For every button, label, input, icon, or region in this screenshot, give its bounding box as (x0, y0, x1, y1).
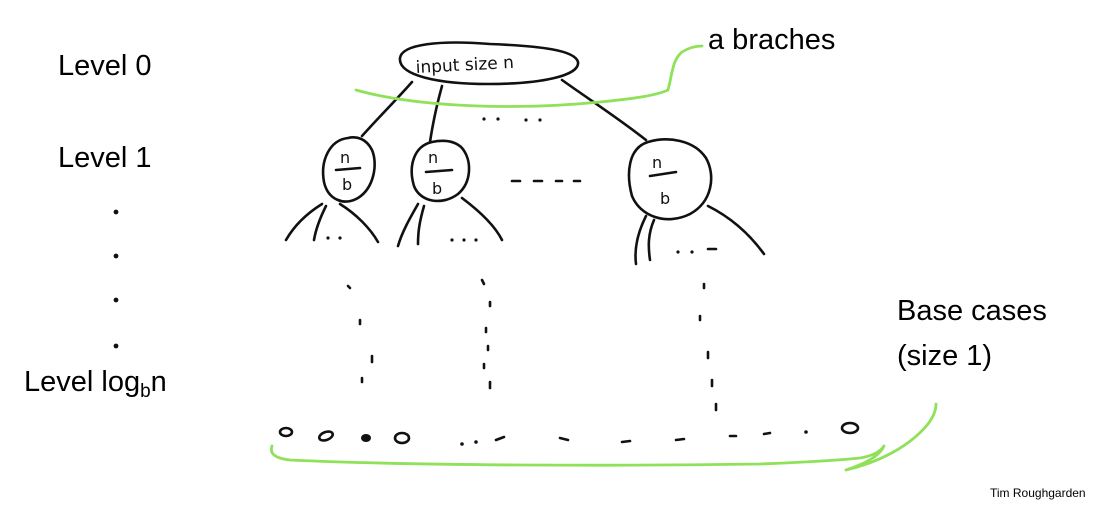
branch-edge (706, 204, 766, 256)
base-case-leaves (278, 421, 860, 446)
child-node-2-outline (410, 139, 471, 203)
branch-edge (460, 196, 504, 242)
branches-highlight (354, 44, 704, 108)
child-node-2-denominator: b (432, 179, 442, 198)
ellipsis-dot (474, 440, 478, 444)
child-node-1: n b (321, 136, 376, 203)
base-cases-highlight (270, 402, 938, 472)
edge-root-child1 (360, 80, 414, 138)
child-node-3-numerator: n (652, 153, 662, 172)
fraction-bar (424, 168, 454, 174)
child-node-2-numerator: n (428, 148, 438, 167)
level-last-subscript: b (140, 381, 151, 402)
ellipsis-dot (804, 430, 808, 434)
ellipsis-dot (113, 253, 119, 259)
level-last-prefix: Level log (24, 366, 141, 398)
root-node-text: input size n (415, 53, 514, 78)
ellipsis-dot (524, 118, 528, 122)
ellipsis-dash (558, 436, 570, 442)
child-node-3: n b (627, 138, 713, 221)
ellipsis-dot (462, 238, 466, 242)
leaf-node (278, 426, 294, 438)
branch-edge (647, 218, 656, 262)
author-credit: Tim Roughgarden (990, 486, 1086, 500)
ellipsis-dot (474, 238, 478, 242)
branch-edge (284, 202, 324, 242)
ellipsis-dot (113, 209, 119, 215)
child-node-1-denominator: b (342, 175, 352, 194)
child-node-2: n b (410, 139, 471, 203)
leaf-node (361, 434, 371, 442)
child-1-branches (284, 202, 380, 244)
ellipsis-dash (494, 435, 506, 442)
ellipsis-dot (326, 236, 330, 240)
base-cases-annotation-line2: (size 1) (897, 340, 993, 372)
ellipsis-dot (676, 250, 680, 254)
branch-edge (416, 204, 426, 246)
ellipsis-dot (496, 117, 500, 121)
child-3-branches (634, 204, 766, 266)
branch-edge (312, 204, 328, 242)
branch-edge (338, 202, 380, 244)
ellipsis-dot (482, 117, 486, 121)
level-0-label: Level 0 (58, 50, 152, 82)
ellipsis-dash (762, 431, 772, 436)
child-node-3-outline (627, 138, 713, 221)
leaf-node (840, 421, 860, 435)
child-node-3-denominator: b (660, 189, 670, 208)
ellipsis-dot (113, 297, 119, 303)
level-last-label: Level logbn (24, 366, 167, 402)
ellipsis-dash (620, 439, 632, 444)
vertical-dotted-paths (346, 278, 718, 412)
branches-annotation: a braches (708, 24, 836, 56)
base-cases-annotation-line1: Base cases (897, 295, 1047, 327)
branch-edge (396, 202, 420, 248)
path-dot (346, 284, 352, 290)
level-1-label: Level 1 (58, 142, 152, 174)
level-last-suffix: n (150, 366, 167, 398)
path-dot (480, 278, 486, 286)
fraction-bar (648, 170, 678, 178)
child-2-branches (396, 196, 504, 248)
ellipsis-dot (538, 118, 542, 122)
leaf-node (393, 431, 411, 445)
ellipsis-dot (338, 236, 342, 240)
edge-root-child2 (428, 84, 444, 144)
child-node-1-numerator: n (340, 148, 350, 167)
root-node: input size n (398, 41, 580, 86)
ellipsis-dash (674, 437, 686, 442)
edge-root-child3 (560, 78, 648, 142)
root-node-outline (398, 41, 580, 86)
ellipsis-dot (690, 250, 694, 254)
child-node-1-outline (321, 136, 376, 203)
ellipsis-dot (450, 238, 454, 242)
fraction-bar (334, 166, 362, 172)
ellipsis-dot (460, 442, 464, 446)
root-edges (360, 78, 648, 144)
branch-edge (634, 214, 648, 266)
leaf-node (317, 430, 335, 442)
ellipsis-dot (113, 343, 119, 349)
vertical-ellipsis (113, 209, 119, 349)
